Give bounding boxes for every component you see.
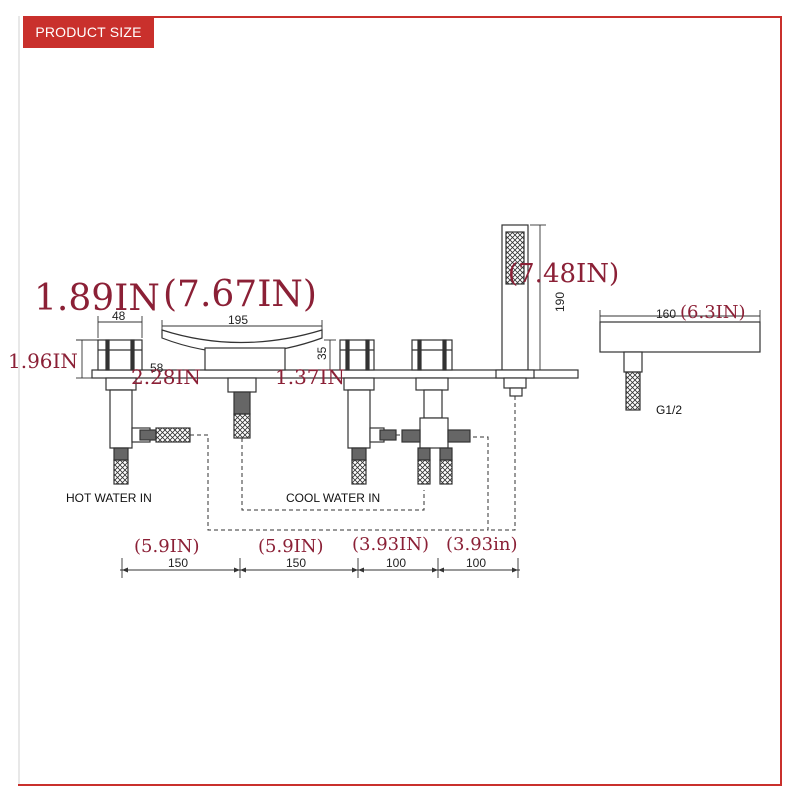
dim-holder-width: 160 (656, 307, 676, 321)
hot-valve-body (105, 377, 191, 485)
spout (161, 329, 323, 371)
frame-bottom-border (18, 784, 782, 786)
dim-span-2: 150 (286, 556, 306, 570)
dim-span-4: 100 (466, 556, 486, 570)
frame-right-border (780, 16, 782, 786)
cold-valve-body (343, 377, 397, 485)
frame-left-border (18, 16, 20, 786)
product-size-badge: PRODUCT SIZE (23, 16, 154, 48)
imp-handle-width: 1.89IN (34, 278, 160, 319)
imp-span-2: (5.9IN) (258, 536, 324, 557)
imp-span-4: (3.93in) (446, 534, 517, 555)
dim-spout-width: 195 (228, 313, 248, 327)
diverter-handle (411, 339, 453, 371)
deck-plate (91, 369, 579, 379)
hose-lines (190, 396, 516, 531)
dimension-lines (76, 224, 761, 578)
imp-spout-offset: 2.28IN (131, 365, 201, 389)
dim-spout-height: 35 (315, 346, 329, 360)
imp-handshower-height: (7.48IN) (508, 259, 619, 289)
imp-span-3: (3.93IN) (352, 534, 429, 555)
imp-span-1: (5.9IN) (134, 536, 200, 557)
imp-spout-width: (7.67IN) (163, 274, 317, 315)
imp-holder-width: (6.3IN) (680, 302, 746, 323)
dim-handle-width: 48 (112, 309, 126, 323)
diverter-body (401, 377, 471, 485)
imp-spout-height: 1.37IN (275, 365, 345, 389)
spout-shank (227, 377, 257, 439)
label-cool-water-in: COOL WATER IN (286, 491, 380, 505)
dim-handle-height: 58 (150, 361, 164, 375)
handshower-holder (599, 321, 761, 411)
dim-handshower-height: 190 (553, 292, 567, 312)
label-thread-size: G1/2 (656, 403, 682, 417)
cold-valve-handle (339, 339, 375, 371)
hot-valve-handle (97, 339, 143, 371)
dimension-arrows (122, 567, 518, 573)
dim-span-3: 100 (386, 556, 406, 570)
frame-top-border (154, 16, 782, 18)
label-hot-water-in: HOT WATER IN (66, 491, 152, 505)
imp-handle-height: 1.96IN (8, 349, 78, 373)
dim-span-1: 150 (168, 556, 188, 570)
hand-shower (495, 224, 535, 397)
